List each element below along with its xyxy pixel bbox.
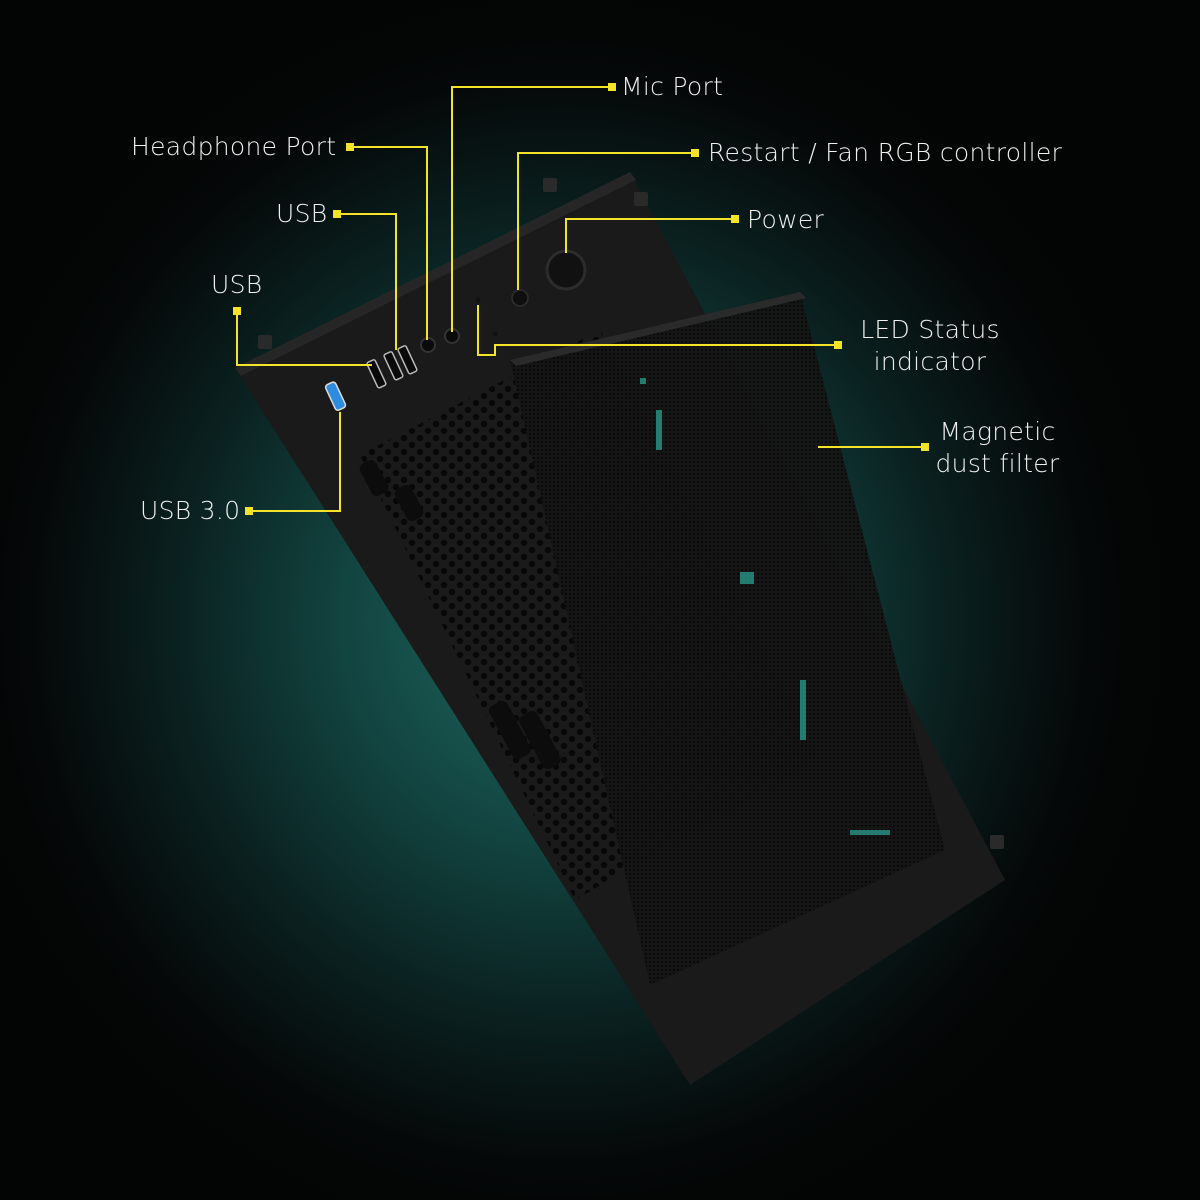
usb-ports	[366, 345, 418, 389]
label-headphone-port: Headphone Port	[131, 132, 337, 161]
label-usb-1: USB	[276, 199, 328, 228]
usb-3-leader	[250, 412, 341, 512]
restart-button	[511, 289, 529, 307]
label-usb-2: USB	[211, 270, 263, 299]
label-magnetic-filter-line1: Magnetic	[939, 417, 1056, 446]
label-led-status-line2: indicator	[873, 347, 987, 376]
label-power: Power	[747, 205, 825, 234]
label-magnetic-filter-line2: dust filter	[935, 449, 1060, 478]
label-mic-port: Mic Port	[621, 72, 724, 101]
headphone-port-leader	[352, 146, 428, 340]
label-magnetic-filter: Magnetic dust filter	[925, 416, 1070, 480]
label-led-status: LED Status indicator	[850, 314, 1010, 378]
power-leader	[565, 218, 735, 253]
usb-1-leader	[338, 213, 397, 350]
label-led-status-line1: LED Status	[860, 315, 1000, 344]
mic-port-leader	[451, 86, 612, 332]
magnetic-dust-filter	[510, 292, 945, 985]
usb-3-port	[324, 381, 347, 411]
usb-2-leader	[236, 311, 372, 366]
restart-leader	[517, 152, 695, 290]
label-usb-3: USB 3.0	[140, 496, 241, 525]
led-indicator-2	[492, 331, 498, 337]
label-restart-fan-rgb: Restart / Fan RGB controller	[708, 138, 1063, 167]
led-indicator-1	[475, 297, 481, 303]
led-status-leader	[477, 305, 838, 356]
